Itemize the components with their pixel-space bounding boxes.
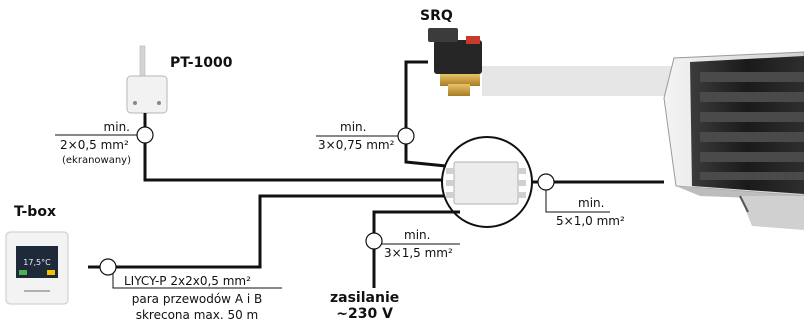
srq-valve [428, 28, 482, 96]
wire-tbox [88, 194, 444, 269]
power-label-line2: ~230 V [336, 306, 393, 322]
heater-cable-spec: 5×1,0 mm² [556, 214, 625, 228]
srq-pipe-band [482, 66, 690, 96]
tbox-cable-note2: skrecona max. 50 m [135, 308, 259, 322]
junction-box [441, 136, 533, 228]
cable-marker-pt1000 [136, 126, 154, 144]
pt1000-sensor [126, 45, 168, 114]
cable-marker-tbox [99, 258, 117, 276]
cable-marker-srq [397, 127, 415, 145]
tbox-screen-temp: 17,5°C [23, 258, 51, 267]
power-label-line1: zasilanie [330, 290, 400, 306]
wire-power [372, 210, 460, 288]
power-cable-min: min. [404, 228, 431, 242]
power-label: zasilanie ~230 V [330, 290, 399, 322]
tbox-label: T-box [14, 204, 56, 220]
cable-marker-power [365, 232, 383, 250]
tbox-controller: 17,5°C [5, 231, 69, 305]
pt1000-cable-min: min. [103, 120, 130, 134]
srq-label: SRQ [420, 8, 453, 24]
pt1000-cable-note: (ekranowany) [62, 155, 132, 166]
tbox-cable-spec: LIYCY-P 2x2x0,5 mm² [124, 274, 251, 288]
tbox-cable-note1: para przewodów A i B [131, 292, 263, 306]
pt1000-cable-spec: 2×0,5 mm² [60, 138, 129, 152]
heater-cable-min: min. [578, 196, 605, 210]
pt1000-label: PT-1000 [170, 55, 233, 71]
cable-markers [99, 126, 555, 276]
srq-cable-spec: 3×0,75 mm² [318, 138, 395, 152]
srq-cable-min: min. [340, 120, 367, 134]
heater-unit [663, 51, 804, 230]
wire-srq [404, 60, 447, 168]
leader-lines [55, 134, 610, 289]
power-cable-spec: 3×1,5 mm² [384, 246, 453, 260]
cable-marker-heater [537, 173, 555, 191]
wire-pt1000 [143, 113, 442, 182]
